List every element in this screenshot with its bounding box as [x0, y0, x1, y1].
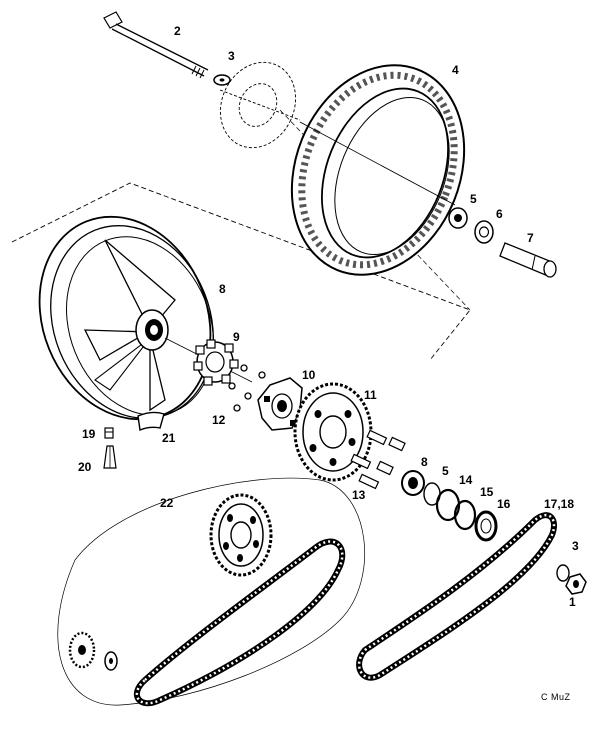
kit-chain: [133, 538, 346, 707]
balance-weight: [137, 411, 165, 431]
label-part-17-18: 17,18: [544, 497, 575, 511]
o-ring-15: [453, 499, 477, 531]
axle-washer-lower: [556, 564, 570, 582]
label-part-14: 14: [459, 473, 473, 487]
axle-spacer: [499, 242, 557, 278]
label-part-6: 6: [496, 207, 503, 221]
label-part-5-top: 5: [470, 192, 477, 206]
label-part-8-top: 8: [219, 282, 226, 296]
label-part-10: 10: [302, 368, 316, 382]
spacer-16: [474, 510, 498, 542]
assembly-frame: [11, 182, 471, 361]
axle-bolt: [103, 11, 209, 79]
bearing-6: [474, 220, 494, 244]
wheel-rim: [38, 215, 253, 421]
kit-rear-sprocket: [209, 493, 273, 577]
label-part-5-lower: 5: [442, 464, 449, 478]
bearing-5-top: [448, 207, 468, 229]
label-part-16: 16: [497, 497, 511, 511]
drive-chain: [356, 512, 557, 681]
label-part-15: 15: [480, 485, 494, 499]
label-part-13: 13: [352, 488, 366, 502]
label-part-3-top: 3: [228, 49, 235, 63]
sprocket-carrier-studs: [228, 364, 266, 412]
label-part-4: 4: [452, 63, 459, 77]
label-part-21: 21: [162, 431, 176, 445]
cush-drive-rubber: [193, 339, 239, 386]
label-part-12: 12: [212, 413, 226, 427]
rear-sprocket: [293, 382, 373, 482]
label-part-20: 20: [78, 460, 92, 474]
kit-sprocket-washer: [104, 651, 118, 671]
copyright-mark: C MuZ: [541, 692, 571, 702]
chain-kit-outline: [57, 477, 365, 706]
label-part-3-lower: 3: [572, 539, 579, 553]
brake-disc-outline: [219, 61, 301, 149]
valve-cap: [104, 427, 114, 439]
label-part-19: 19: [82, 427, 96, 441]
tyre: [290, 64, 466, 276]
axle-nut: [565, 573, 587, 595]
label-part-1: 1: [569, 595, 576, 609]
label-part-22: 22: [160, 496, 174, 510]
sprocket-carrier: [257, 377, 303, 431]
sprocket-bolts: [350, 429, 406, 490]
label-part-7: 7: [527, 231, 534, 245]
label-part-2: 2: [174, 24, 181, 38]
valve: [103, 445, 117, 469]
label-part-8-lower: 8: [421, 455, 428, 469]
kit-front-sprocket: [68, 631, 96, 669]
label-part-11: 11: [364, 388, 377, 402]
label-part-9: 9: [233, 330, 240, 344]
bearing-8-lower: [401, 470, 425, 496]
axle-washer: [213, 74, 231, 86]
